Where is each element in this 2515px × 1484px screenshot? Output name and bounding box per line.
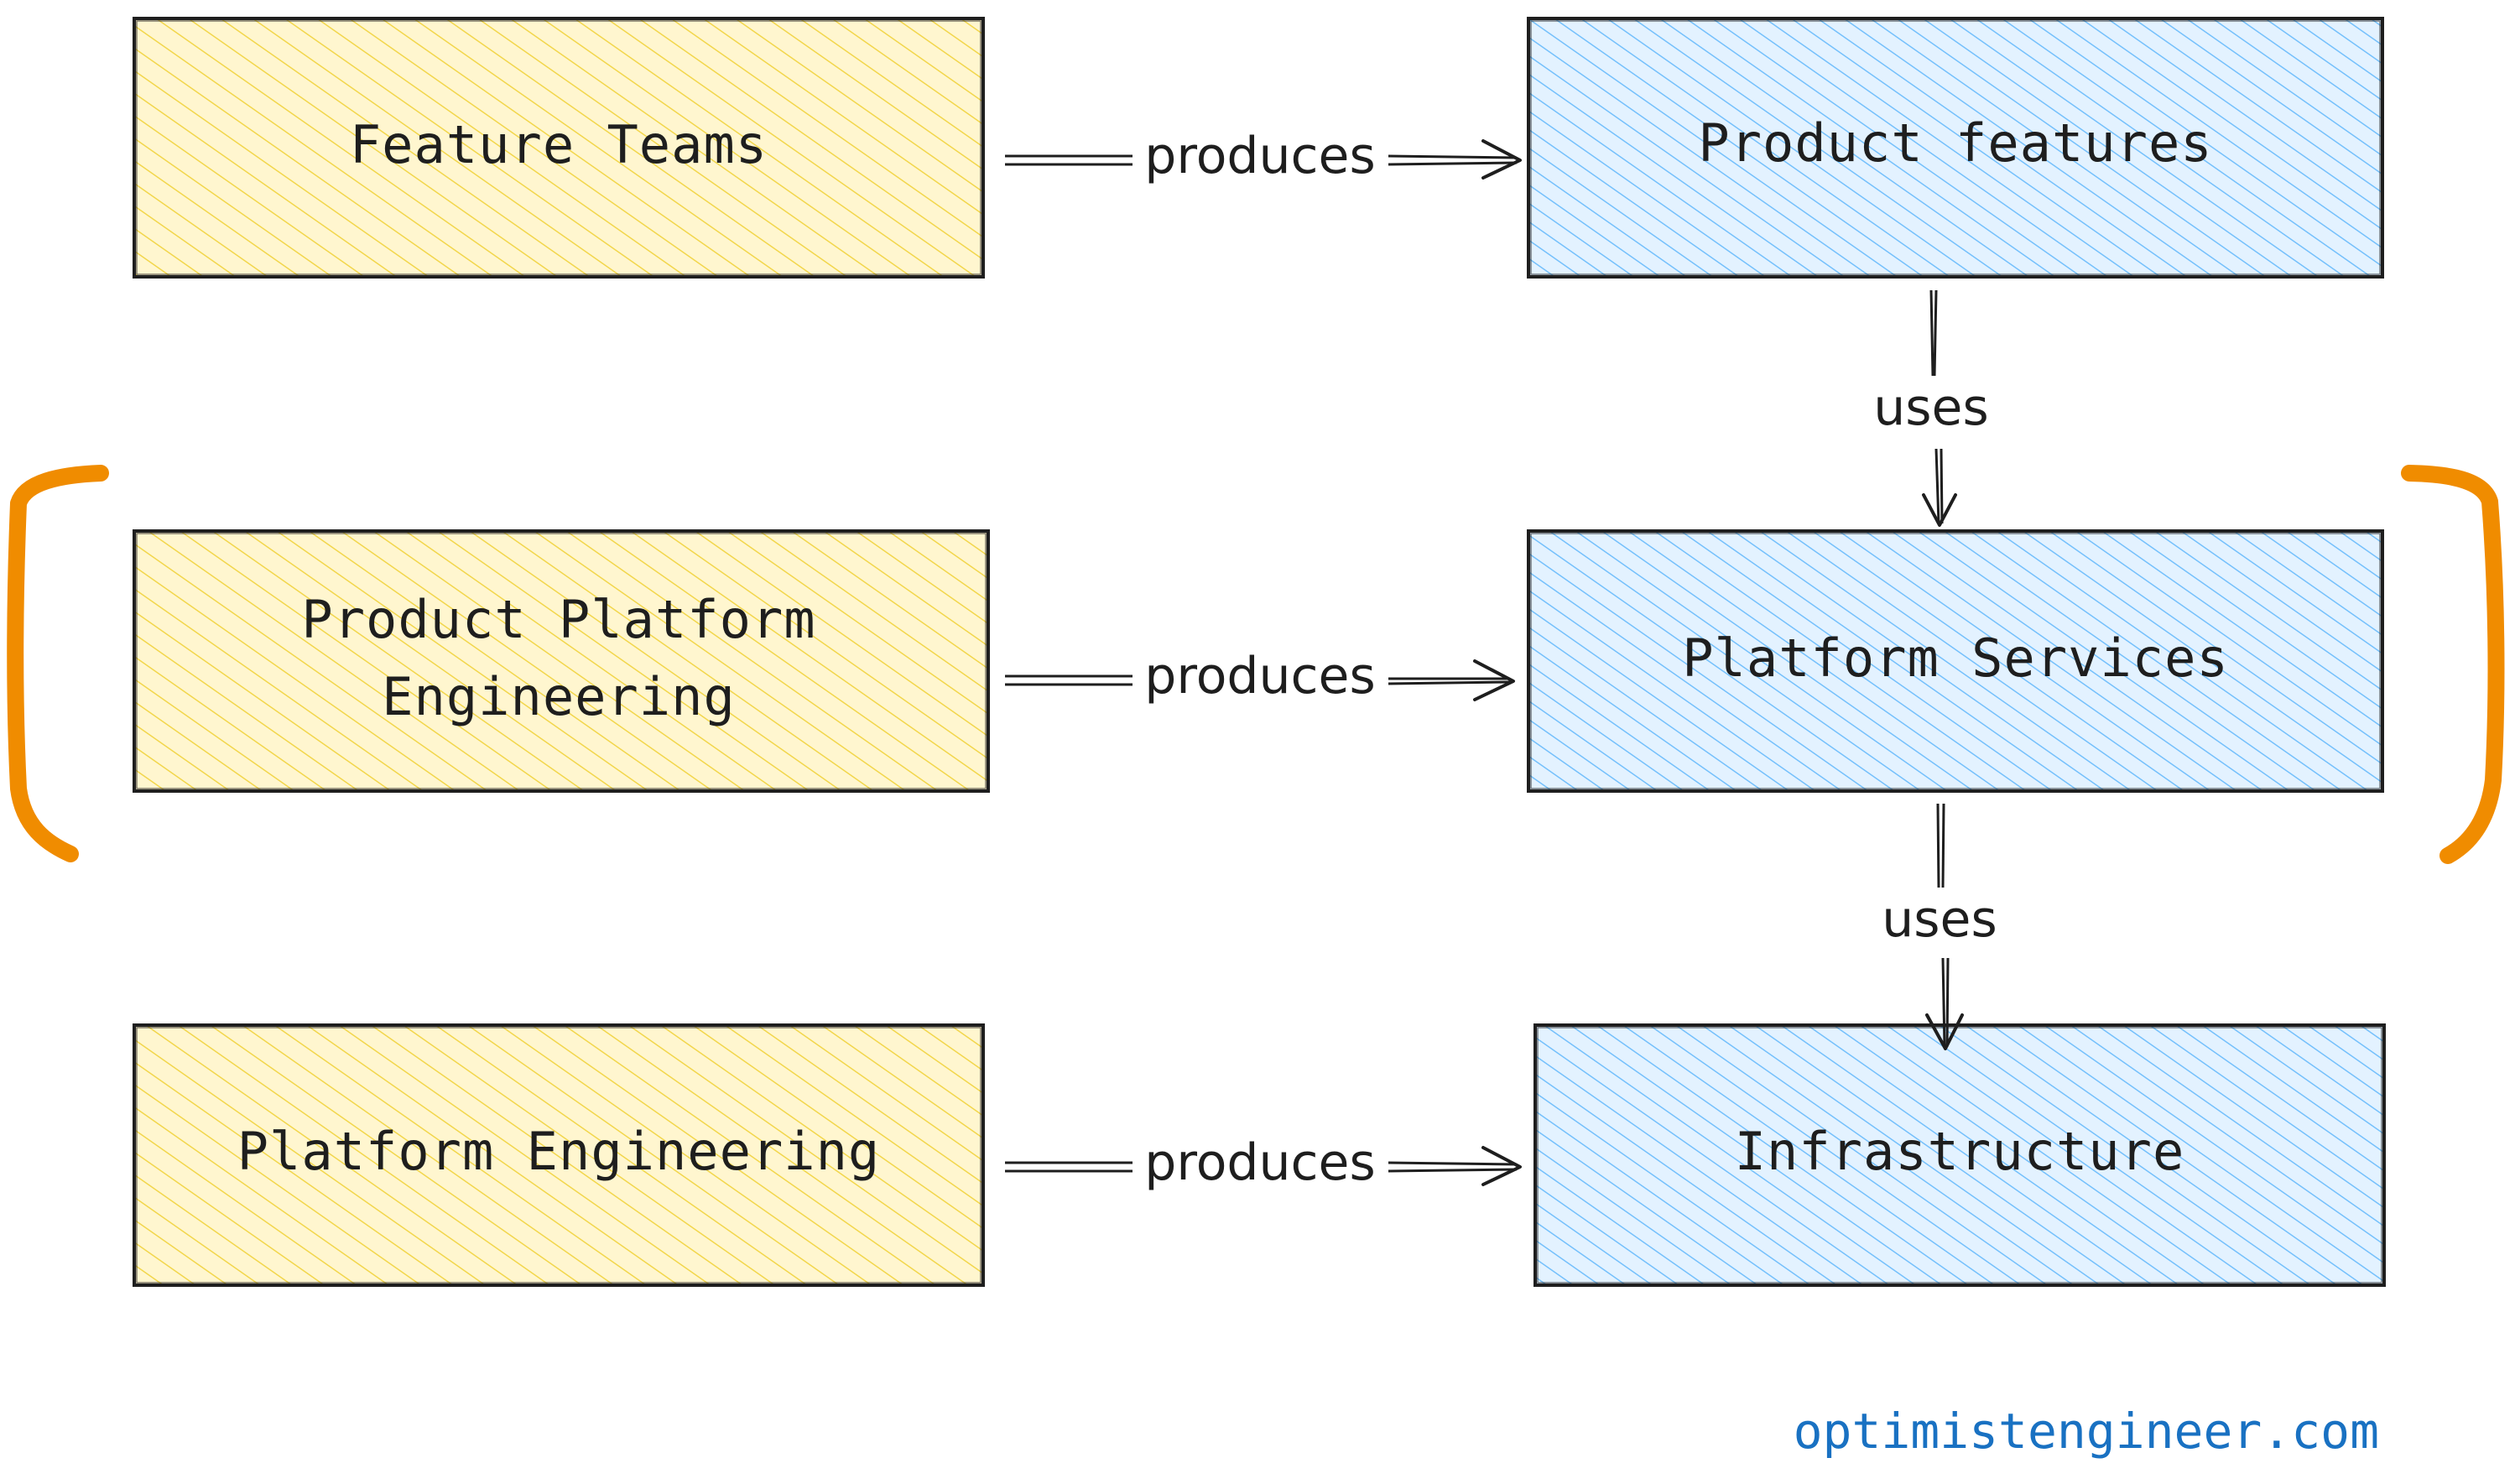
node-platform-engineering-label: Platform Engineering [237,1121,881,1182]
node-product-features: Product features [1527,17,2384,279]
node-infrastructure: Infrastructure [1533,1023,2386,1287]
edge-down1-uses: uses [1873,289,1989,527]
edge-row1-produces: produces [1005,127,1522,185]
edge-row1-label: produces [1144,127,1375,185]
node-feature-teams-label: Feature Teams [350,114,768,175]
node-platform-services-label: Platform Services [1682,627,2229,689]
edge-row2-label: produces [1144,647,1375,706]
node-product-platform-engineering-label-line1: Product Platform [301,589,815,650]
edge-down2-uses: uses [1882,803,1997,1050]
node-feature-teams: Feature Teams [133,17,985,279]
node-infrastructure-label: Infrastructure [1735,1121,2185,1182]
edge-down1-label: uses [1873,378,1988,437]
edge-row2-produces: produces [1005,647,1515,706]
brand-watermark[interactable]: optimistengineer.com [1794,1403,2379,1460]
node-product-platform-engineering: Product Platform Engineering [133,529,990,793]
right-bracket [2401,465,2505,864]
left-bracket [7,465,109,862]
node-platform-services: Platform Services [1527,529,2384,793]
edge-down2-label: uses [1882,890,1997,949]
edge-row3-produces: produces [1005,1133,1522,1192]
edge-row3-label: produces [1144,1133,1375,1192]
node-platform-engineering: Platform Engineering [133,1023,985,1287]
node-product-features-label: Product features [1698,112,2212,174]
node-product-platform-engineering-label-line2: Engineering [382,666,736,727]
